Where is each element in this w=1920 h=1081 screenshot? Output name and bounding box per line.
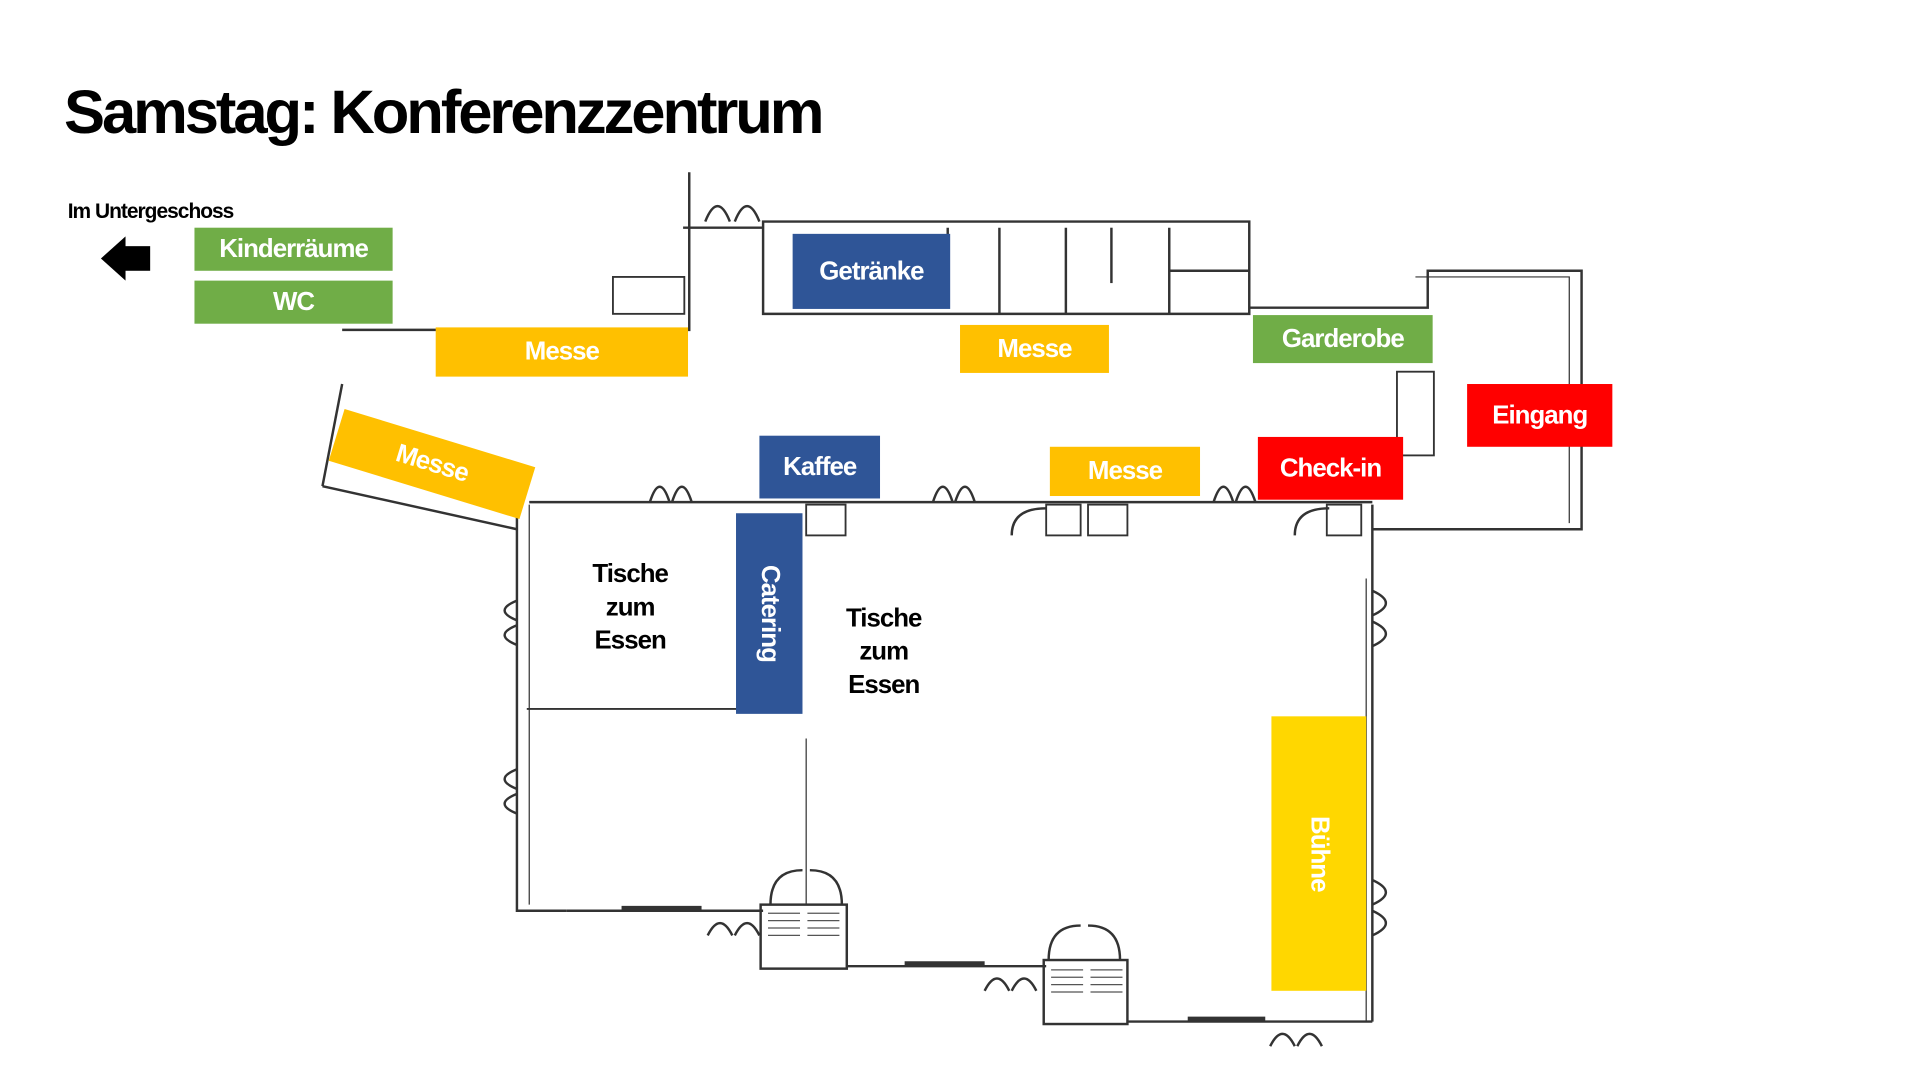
area-messe-1: Messe <box>435 327 689 377</box>
dining-tables-left-line: zum <box>605 593 656 622</box>
basement-heading: Im Untergeschoss <box>67 199 235 223</box>
area-eingang: Eingang <box>1467 384 1613 447</box>
dining-tables-right: Tische zum Essen <box>822 602 945 702</box>
area-buehne: Bühne <box>1271 716 1367 991</box>
area-garderobe: Garderobe <box>1252 315 1433 364</box>
dining-tables-right-line: zum <box>859 637 909 666</box>
arrow-left-icon-shaft <box>123 246 151 271</box>
area-check-in: Check-in <box>1257 436 1404 500</box>
area-catering: Catering <box>736 513 803 714</box>
dining-tables-right-line: Essen <box>848 670 920 700</box>
arrow-left-icon <box>100 236 126 281</box>
dining-tables-left: Tische zum Essen <box>569 558 692 658</box>
area-wc: WC <box>194 280 393 324</box>
area-kinderraeume: Kinderräume <box>194 227 393 271</box>
area-messe-2: Messe <box>960 324 1109 373</box>
dining-tables-left-line: Tische <box>592 560 669 589</box>
area-kaffee: Kaffee <box>759 435 881 499</box>
area-messe-4: Messe <box>1049 446 1201 497</box>
dining-tables-right-line: Tische <box>845 604 923 633</box>
dining-tables-left-line: Essen <box>594 626 667 655</box>
area-getraenke: Getränke <box>792 233 951 309</box>
page-title: Samstag: Konferenzzentrum <box>64 77 825 147</box>
